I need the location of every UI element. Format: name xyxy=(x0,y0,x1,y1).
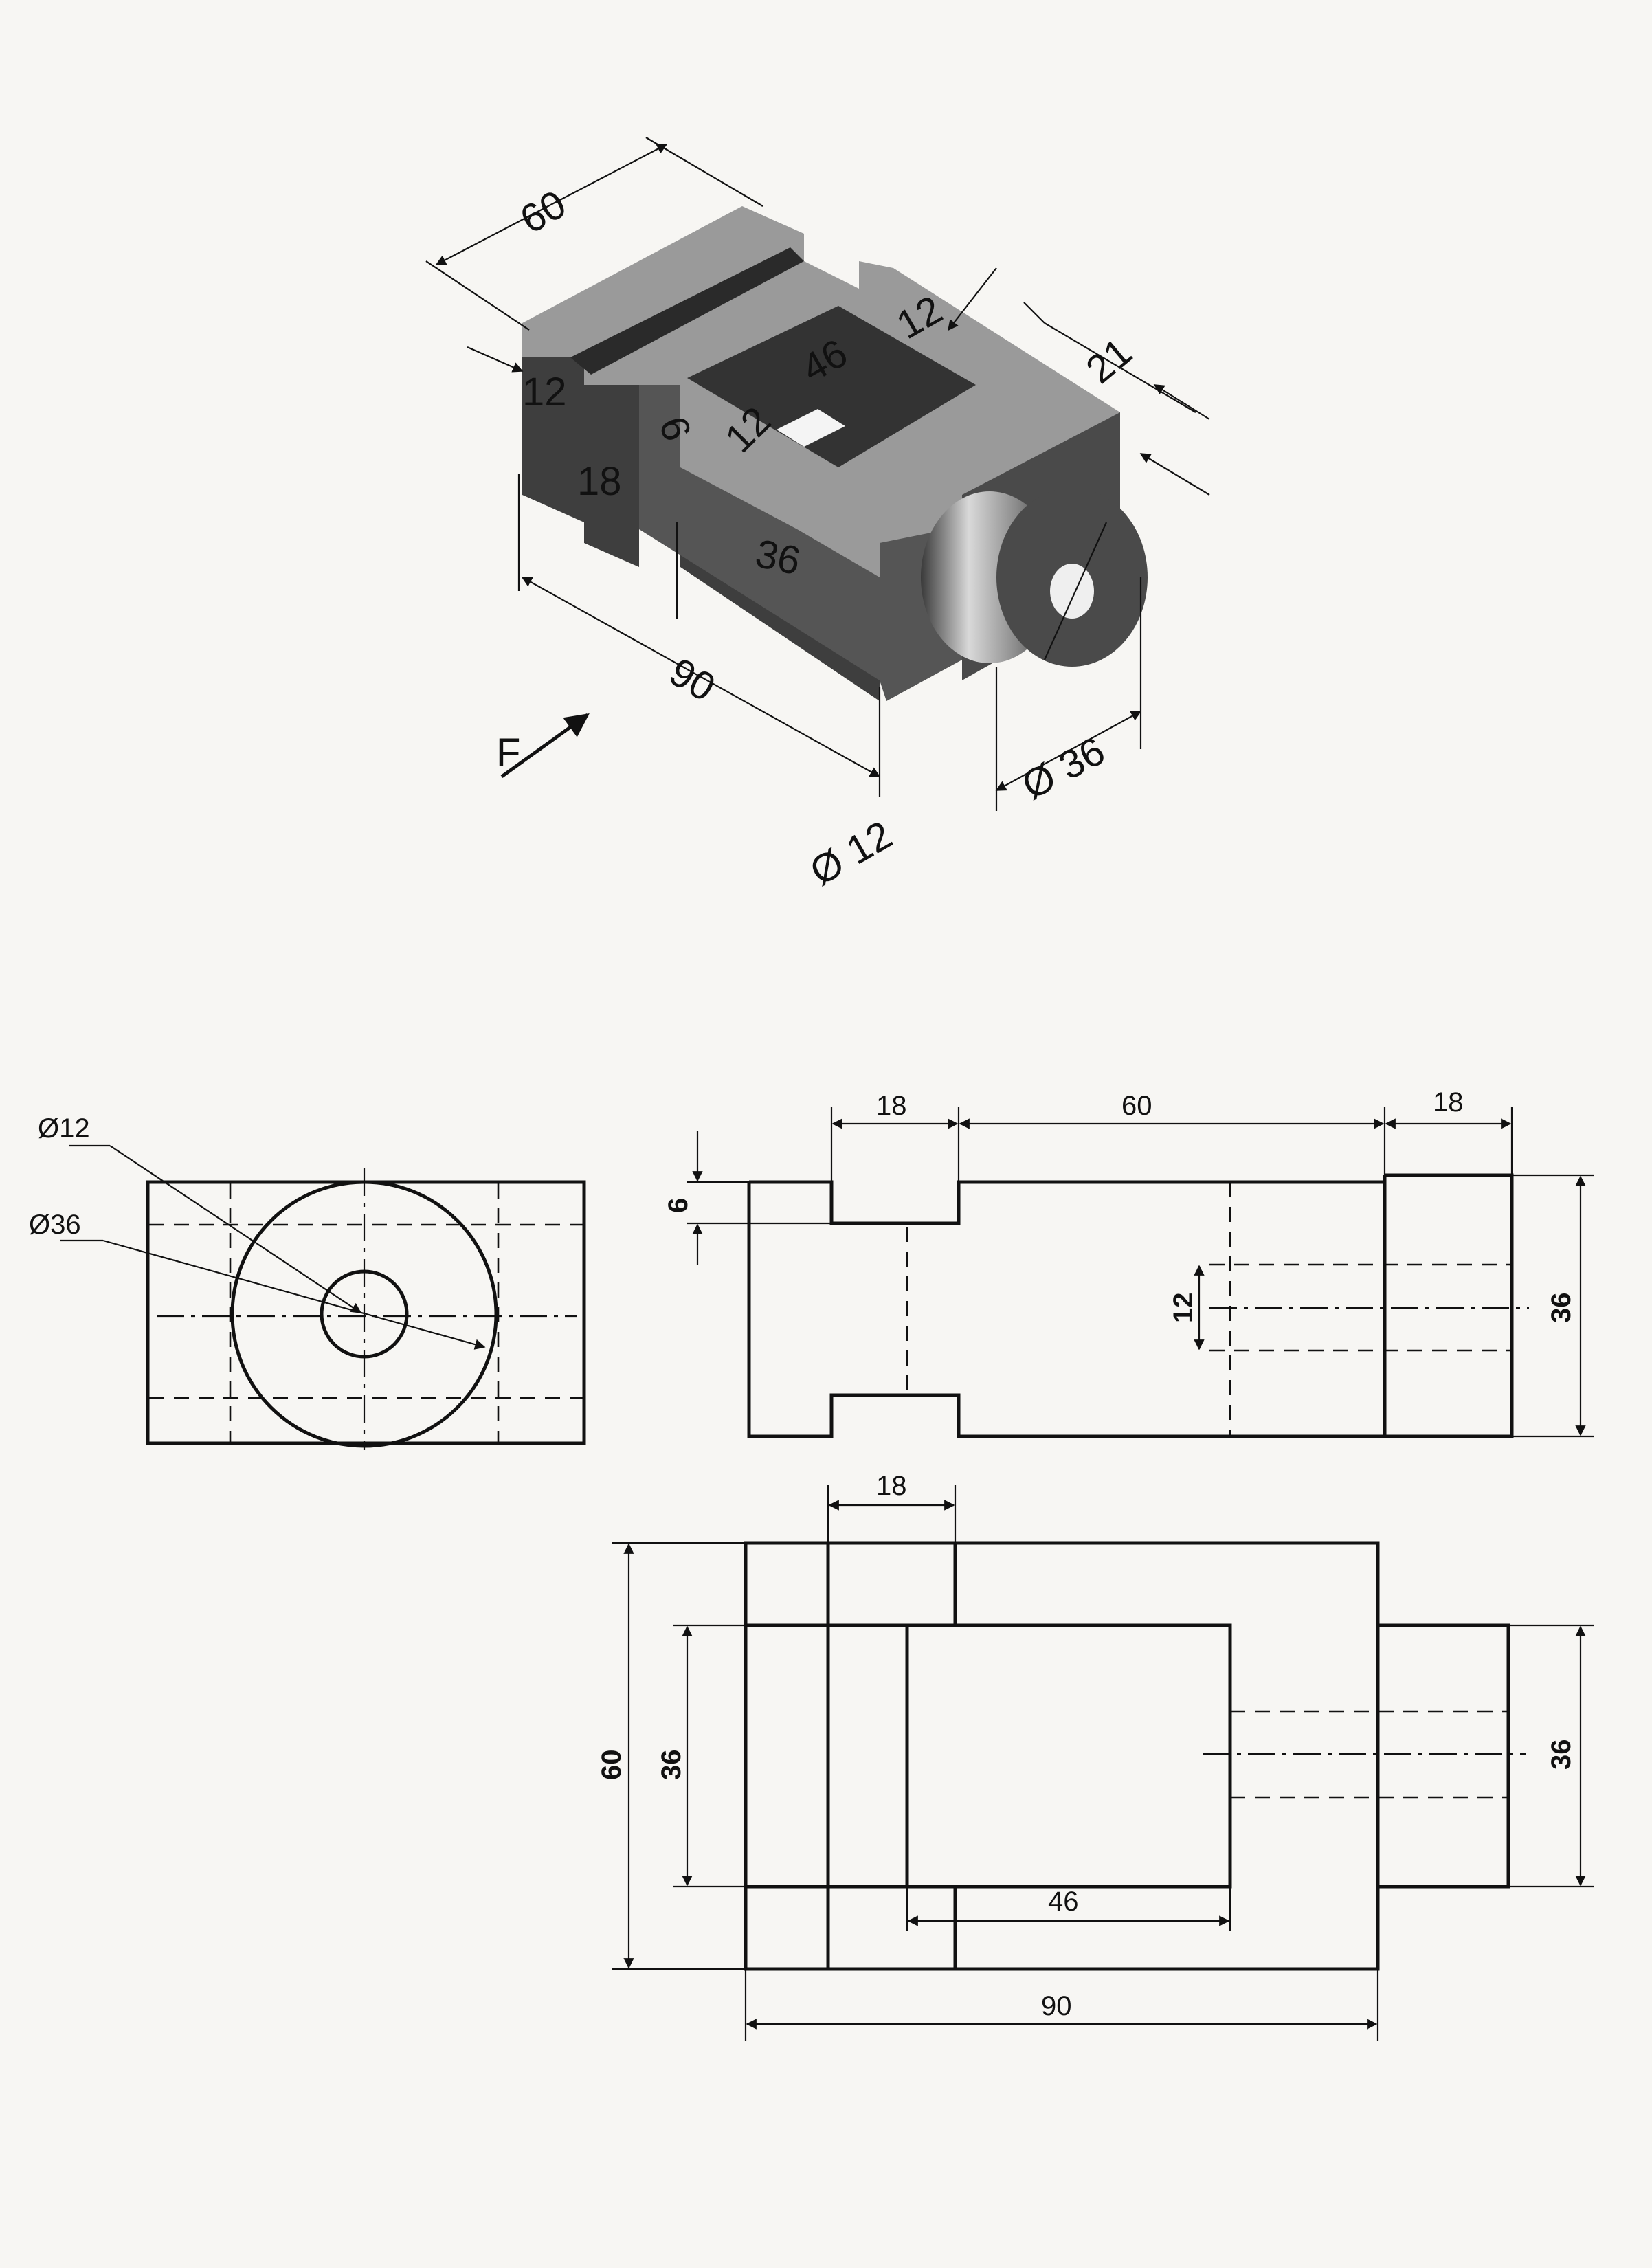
iso-dimline-90 xyxy=(521,577,881,777)
end-view-dia36: Ø36 xyxy=(29,1210,81,1240)
iso-boss-hole xyxy=(1050,564,1094,619)
iso-dimline-12c xyxy=(467,346,524,373)
tv-dim-18: 18 xyxy=(876,1471,907,1501)
iso-dimline-dia36 xyxy=(995,711,1142,791)
end-view-dia12: Ø12 xyxy=(38,1113,90,1144)
front-view-outline xyxy=(747,1180,1387,1438)
iso-through-hole xyxy=(777,409,845,447)
iso-ext-60b xyxy=(645,137,763,207)
iso-dim-90: 90 xyxy=(662,649,722,711)
front-view: 18 60 18 6 12 36 xyxy=(663,1087,1594,1438)
tv-dim-60: 60 xyxy=(596,1750,627,1781)
iso-dim-60: 60 xyxy=(513,181,573,243)
end-view: Ø12 Ø36 xyxy=(29,1113,586,1450)
iso-dim-12c: 12 xyxy=(522,370,567,414)
iso-square-slot xyxy=(687,306,976,467)
tv-dim-46: 46 xyxy=(1048,1887,1079,1917)
end-view-outline xyxy=(146,1180,586,1445)
front-view-boss-outline xyxy=(1385,1173,1514,1438)
iso-dim-dia12: Ø 12 xyxy=(803,812,900,894)
iso-ext-60a xyxy=(425,260,530,331)
tv-dim-36-right: 36 xyxy=(1546,1739,1576,1770)
top-view-square-slot xyxy=(905,1623,1232,1889)
fv-dim-18-left: 18 xyxy=(876,1091,907,1121)
iso-dimline-12a xyxy=(948,267,997,331)
iso-dimline-21 xyxy=(1153,384,1210,420)
iso-groove xyxy=(570,247,804,375)
iso-dimline-60 xyxy=(435,144,668,265)
leader-dia12 xyxy=(109,1145,362,1313)
iso-dim-18: 18 xyxy=(577,459,622,504)
iso-dimline-6b xyxy=(1139,453,1210,496)
iso-boss-centerline xyxy=(1043,522,1108,660)
tv-dim-36-left: 36 xyxy=(656,1750,687,1781)
top-view: 18 60 36 36 46 90 xyxy=(596,1471,1594,2041)
iso-ext-21a xyxy=(1023,302,1045,324)
tv-dim-90: 90 xyxy=(1041,1991,1072,2021)
fv-dim-6: 6 xyxy=(663,1198,693,1213)
fv-dim-60: 60 xyxy=(1121,1091,1152,1121)
isometric-view: 60 12 46 12 21 12 6 18 36 90 Ø 12 Ø 36 F xyxy=(425,137,1210,894)
iso-dim-36: 36 xyxy=(752,531,805,583)
fv-dim-12: 12 xyxy=(1168,1293,1198,1324)
iso-dim-dia36: Ø 36 xyxy=(1015,729,1113,808)
view-direction-label: F xyxy=(496,731,520,775)
leader-dia36 xyxy=(102,1239,486,1350)
view-direction-arrow xyxy=(500,713,590,779)
top-view-boss-outline xyxy=(1378,1623,1510,1889)
iso-dim-21: 21 xyxy=(1078,329,1140,392)
iso-ext-21b xyxy=(1044,322,1196,413)
fv-dim-18-right: 18 xyxy=(1433,1087,1464,1118)
top-view-outline xyxy=(744,1541,1380,1971)
fv-dim-36: 36 xyxy=(1546,1293,1576,1324)
